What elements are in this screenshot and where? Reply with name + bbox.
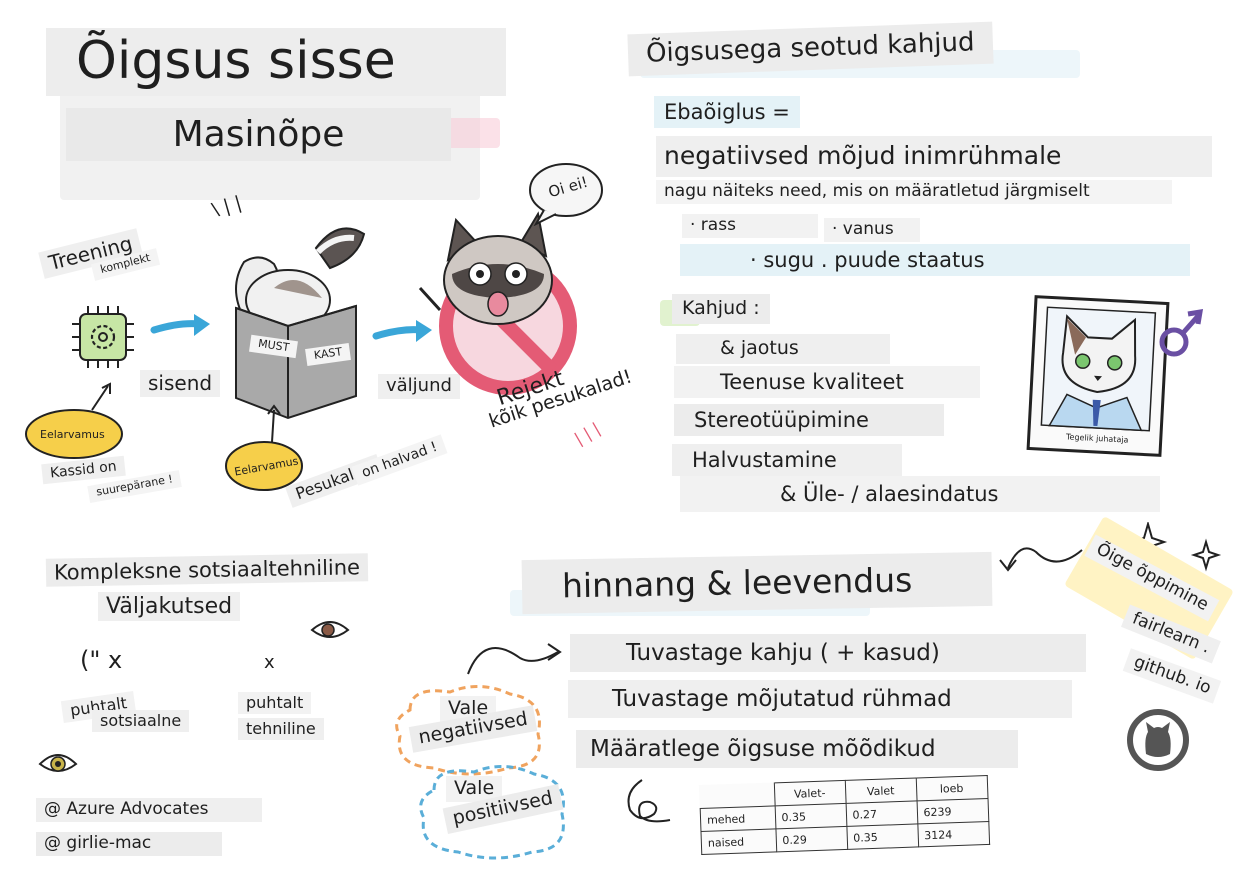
cardboard-box-icon [218,208,370,420]
lightbulb-arrow-icon-2 [222,404,312,494]
socio-title-line2: Väljakutsed [98,592,241,622]
dashed-cloud-orange [390,680,550,780]
input-arrow-icon [150,310,214,342]
output-arrow-icon [372,316,436,348]
item-race: · rass [682,214,818,238]
table-cell: 0.35 [774,803,847,829]
item-age: · vanus [824,218,920,242]
male-symbol-icon [1156,302,1206,362]
table-header: Valet- [773,780,846,806]
fairness-table: Valet- Valet loeb mehed 0.35 0.27 6239 n… [698,774,990,856]
assess-step-3: Määratlege õigsuse mõõdikud [576,730,1018,769]
page-title: Õigsus sisse [46,28,506,96]
bias1-bubble-text: Eelarvamus [40,428,105,441]
table-cell: 3124 [917,821,990,847]
output-label: väljund [378,374,460,399]
credit-girlie-mac: @ girlie-mac [36,832,222,856]
dashes-side: | | | [571,418,604,449]
speech-bubble-icon [526,160,606,226]
table-header: Valet [844,777,917,804]
socio-right-line1: puhtalt [238,692,312,715]
curved-arrow-icon [996,538,1086,578]
assess-title: hinnang & leevendus [521,551,993,615]
cat-portrait-icon [1024,292,1172,459]
socio-left-mark: (" x [80,646,123,674]
item-gender-disability: · sugu . puude staatus [680,244,1190,277]
unfairness-definition: negatiivsed mõjud inimrühmale [656,136,1212,177]
unfairness-label: Ebaõiglus = [654,96,800,129]
arrow-to-steps-icon [464,638,564,678]
gear-chip-icon [68,302,138,372]
eye-icon [36,744,80,780]
table-cell: 6239 [916,798,989,824]
table-cell: 0.35 [846,823,919,850]
harm-denigration: Halvustamine [672,444,902,477]
table-header [699,782,775,809]
assess-step-1: Tuvastage kahju ( + kasud) [570,634,1086,673]
false-positive-line1: Vale [446,776,503,802]
table-cell: naised [700,828,777,855]
page-subtitle: Masinõpe [66,108,451,162]
dashed-cloud-blue [414,760,574,864]
credit-azure-advocates: @ Azure Advocates [36,798,262,822]
lightbulb-arrow-icon [22,382,142,462]
harms-label: Kahjud : [672,294,770,324]
input-label: sisend [140,370,221,397]
table-cell: 0.29 [775,826,848,852]
harm-representation: & Üle- / alaesindatus [680,476,1160,513]
raccoon-icon [412,200,582,400]
harm-stereotyping: Stereotüüpimine [674,404,944,437]
loop-icon [620,776,680,826]
github-icon[interactable] [1126,708,1190,772]
socio-title-line1: Kompleksne sotsiaaltehniline [45,553,369,587]
assess-step-2: Tuvastage mõjutatud rühmad [568,680,1072,719]
socio-right-mark: x [264,652,275,673]
socio-left-line2: sotsiaalne [92,710,190,733]
harm-allocation: & jaotus [676,334,890,364]
examples-intro: nagu näiteks need, mis on määratletud jä… [656,180,1172,204]
eye-icon-2 [308,614,352,644]
socio-right-line2: tehniline [238,718,324,741]
harm-quality-of-service: Teenuse kvaliteet [674,366,980,399]
table-cell: 0.27 [845,800,918,827]
table-cell: mehed [700,805,776,832]
table-header: loeb [915,775,988,801]
